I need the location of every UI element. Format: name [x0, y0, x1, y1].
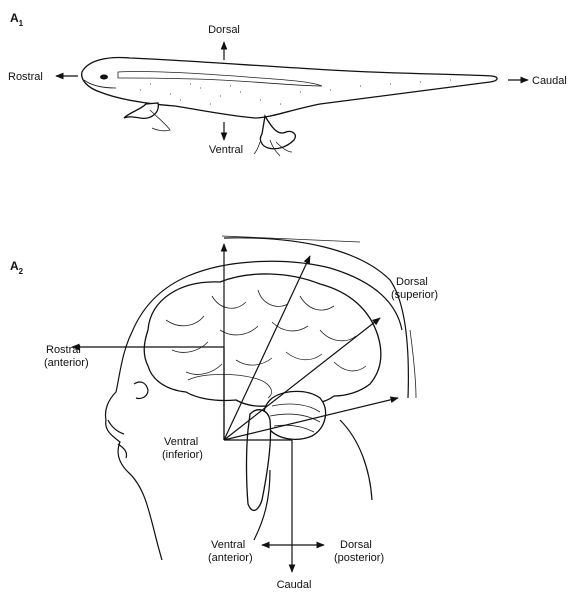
label-dorsal-superior: Dorsal (superior) — [391, 276, 438, 301]
label-caudal-a2: Caudal — [277, 579, 312, 591]
salamander-illustration — [82, 58, 497, 156]
brain-illustration — [144, 274, 381, 510]
label-ventral-a1: Ventral — [209, 144, 243, 156]
label-ventral-anterior: Ventral (anterior) — [208, 539, 253, 564]
label-caudal-a1: Caudal — [532, 75, 567, 87]
panel-label-a1: A1 — [10, 11, 24, 28]
label-dorsal-a1: Dorsal — [208, 24, 240, 36]
label-ventral-inferior: Ventral (inferior) — [162, 436, 203, 461]
label-dorsal-posterior: Dorsal (posterior) — [334, 539, 384, 564]
label-rostral-anterior: Rostral (anterior) — [44, 344, 89, 369]
label-rostral-a1: Rostral — [8, 71, 43, 83]
panel-label-a2: A2 — [10, 259, 24, 276]
